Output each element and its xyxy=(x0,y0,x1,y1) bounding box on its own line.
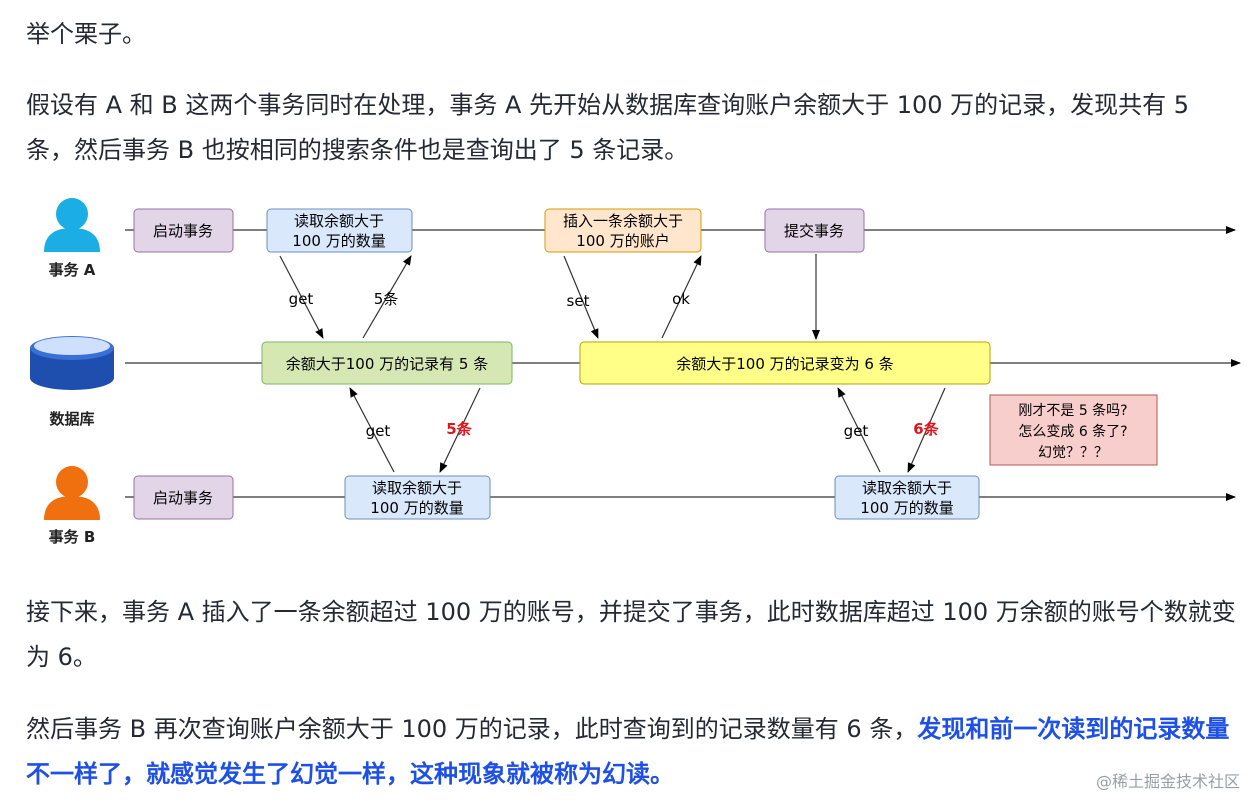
arrow-6-b2 xyxy=(907,387,946,473)
conclusion-highlight-text: 发现和前一次读到的记录数量不一样了，就感觉发生了幻觉一样，这种现象就被称为幻读。 xyxy=(26,715,1230,788)
paragraph-scenario: 假设有 A 和 B 这两个事务同时在处理，事务 A 先开始从数据库查询账户余额大… xyxy=(26,91,1190,164)
a-commit-label: 提交事务 xyxy=(784,222,844,240)
actor-a: 事务 A xyxy=(44,198,100,279)
a-read-label-1: 读取余额大于 xyxy=(294,212,384,230)
paragraph-conclusion: 然后事务 B 再次查询账户余额大于 100 万的记录，此时查询到的记录数量有 6… xyxy=(26,707,1236,797)
label-get-a: get xyxy=(289,290,314,308)
note-line-2: 怎么变成 6 条了? xyxy=(1018,423,1127,440)
actor-b: 事务 B xyxy=(44,466,100,546)
note-line-1: 刚才不是 5 条吗? xyxy=(1018,402,1127,419)
a-insert-label-1: 插入一条余额大于 xyxy=(563,212,683,230)
watermark: @稀土掘金技术社区 xyxy=(1095,772,1240,791)
b-read2-label-1: 读取余额大于 xyxy=(862,479,952,497)
note-box xyxy=(989,394,1158,466)
b-read1-label-2: 100 万的数量 xyxy=(370,499,463,517)
label-5-b1: 5条 xyxy=(446,420,472,438)
actor-db: 数据库 xyxy=(30,336,114,428)
db-state2-label: 余额大于100 万的记录变为 6 条 xyxy=(676,355,893,373)
db-state1-label: 余额大于100 万的记录有 5 条 xyxy=(286,355,488,373)
user-icon xyxy=(44,198,100,252)
a-read-label-2: 100 万的数量 xyxy=(292,232,385,250)
b-read2-label-2: 100 万的数量 xyxy=(860,499,953,517)
label-get-b1: get xyxy=(366,422,391,440)
label-set: set xyxy=(567,292,590,310)
b-start-box xyxy=(133,475,234,520)
actor-a-label: 事务 A xyxy=(49,261,96,279)
actor-db-label: 数据库 xyxy=(49,410,94,428)
arrow-5-b1 xyxy=(439,387,481,473)
conclusion-plain-text: 然后事务 B 再次查询账户余额大于 100 万的记录，此时查询到的记录数量有 6… xyxy=(26,715,918,743)
a-insert-box xyxy=(544,208,702,253)
a-read-box xyxy=(266,208,413,253)
arrow-get-a xyxy=(279,255,324,339)
b-read1-box xyxy=(344,475,491,520)
database-icon xyxy=(30,336,114,390)
db-state2-box xyxy=(579,341,991,385)
label-5-a: 5条 xyxy=(374,290,399,308)
arrow-get-b1 xyxy=(349,387,395,473)
b-read2-box xyxy=(834,475,980,520)
arrow-5-a xyxy=(362,255,412,339)
paragraph-insert: 接下来，事务 A 插入了一条余额超过 100 万的账号，并提交了事务，此时数据库… xyxy=(26,598,1236,671)
label-6-b2: 6条 xyxy=(913,420,939,438)
a-start-box xyxy=(133,208,234,253)
a-start-label: 启动事务 xyxy=(153,222,213,240)
db-state1-box xyxy=(261,341,513,385)
note-line-3: 幻觉？？？ xyxy=(1038,445,1108,461)
a-insert-label-2: 100 万的账户 xyxy=(576,232,669,250)
arrow-get-b2 xyxy=(837,387,881,473)
user-icon xyxy=(44,466,100,520)
b-read1-label-1: 读取余额大于 xyxy=(372,479,462,497)
a-commit-box xyxy=(764,208,865,253)
label-ok: ok xyxy=(672,290,690,308)
arrow-ok xyxy=(661,255,702,339)
label-get-b2: get xyxy=(844,422,869,440)
arrow-set xyxy=(563,255,599,339)
phantom-read-diagram: 事务 A 数据库 事务 B 启动事务 读取余额大于 100 万的数量 插入一条余… xyxy=(30,198,1241,546)
b-start-label: 启动事务 xyxy=(153,489,213,507)
actor-b-label: 事务 B xyxy=(49,528,96,546)
paragraph-intro: 举个栗子。 xyxy=(26,20,146,48)
